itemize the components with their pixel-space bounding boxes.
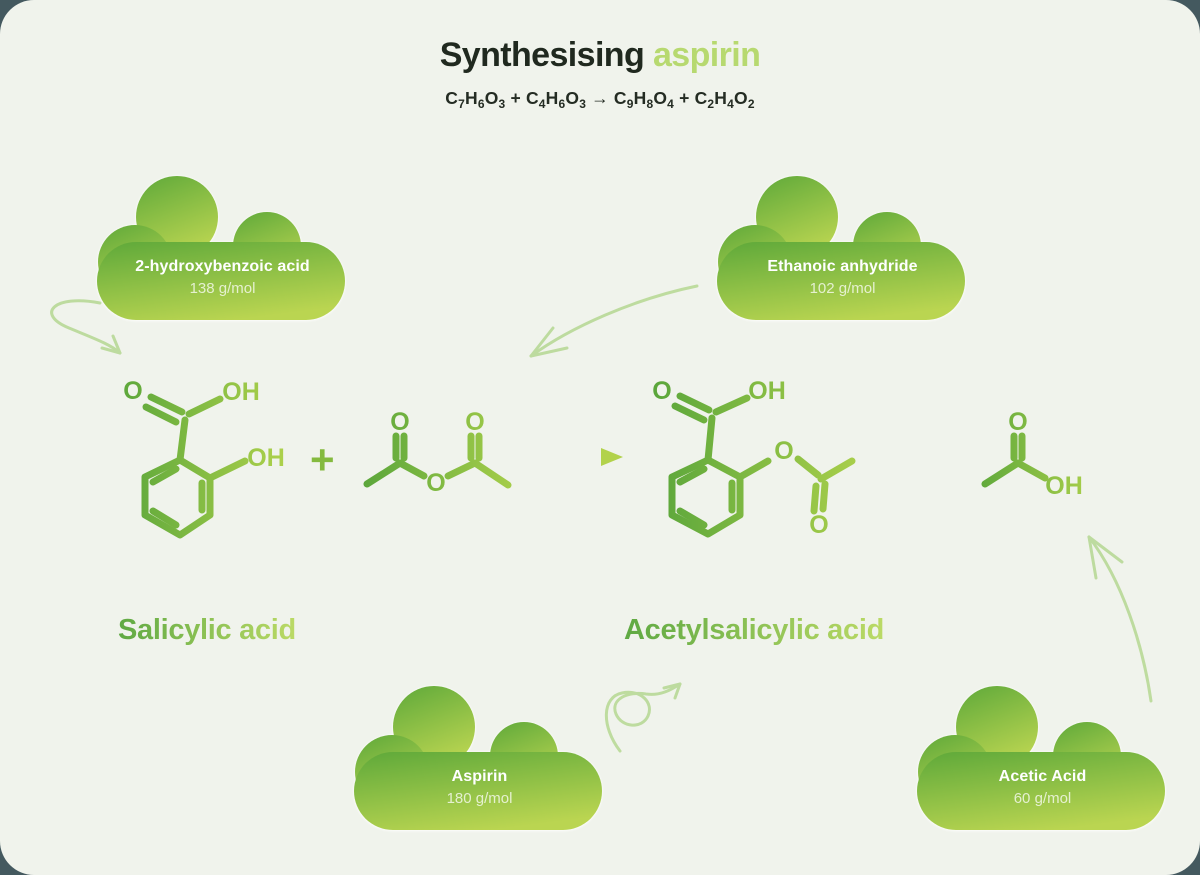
carbonyl-o-label: O (652, 377, 671, 405)
right-methyl-bond (471, 459, 512, 489)
carbonyl-double-bond (671, 392, 713, 424)
salicylic-acid-label: Salicylic acid (118, 614, 296, 646)
molar-mass: 60 g/mol (1013, 790, 1072, 807)
c-oh-bond (185, 395, 224, 418)
ring-to-carboxyl-bond (176, 416, 189, 464)
ester-o-c-bond (794, 455, 822, 479)
oh-label: OH (1045, 472, 1083, 500)
cloud-text: Ethanoic anhydride 102 g/mol (715, 258, 970, 297)
carboxyl-oh-label: OH (222, 378, 260, 406)
cloud-shape (97, 176, 345, 320)
ester-carbonyl-double-bond (810, 480, 829, 515)
compound-name: Aspirin (451, 768, 508, 785)
ester-methyl-bond (817, 457, 856, 483)
title-dark-part: Synthesising (439, 36, 645, 74)
cloud-shape (917, 686, 1165, 830)
acetylsalicylic-acid-structure: O OH O O (652, 377, 856, 539)
carbonyl-double-bond (142, 393, 186, 426)
ester-o-label: O (774, 437, 793, 465)
carbonyl-double-bond (1010, 432, 1026, 462)
arrow-curl-to-aspirin-label (604, 682, 682, 753)
molar-mass: 180 g/mol (446, 790, 513, 807)
molar-mass: 138 g/mol (189, 280, 256, 297)
carboxyl-oh-label: OH (748, 377, 786, 405)
left-carbonyl-double-bond (392, 432, 408, 462)
arrow-cloud4-head (1087, 535, 1124, 580)
cloud-2-hydroxybenzoic-acid: 2-hydroxybenzoic acid 138 g/mol (95, 172, 350, 322)
ethanoic-anhydride-structure: O O O (363, 408, 512, 497)
arrow-cloud4-to-structure (1087, 535, 1153, 703)
right-c-o-bond (444, 459, 479, 480)
compound-name: Ethanoic anhydride (767, 258, 918, 275)
aromatic-inner-bonds (149, 465, 206, 529)
acetylsalicylic-acid-label: Acetylsalicylic acid (624, 614, 884, 646)
ring-to-carboxyl-bond (704, 414, 716, 464)
salicylic-acid-structure: O OH OH (123, 377, 285, 539)
acetic-acid-structure: O OH (981, 408, 1083, 500)
left-o-label: O (390, 408, 409, 436)
arrow-curl-head (662, 682, 682, 700)
arrow-cloud2-head (529, 326, 569, 358)
hydroxyl-oh-label: OH (247, 444, 285, 472)
ring-to-ester-o-bond (736, 457, 772, 481)
plus-sign: + (310, 436, 335, 483)
carbonyl-o-label: O (1008, 408, 1027, 436)
ring-oh-bond (206, 457, 249, 482)
compound-name: Acetic Acid (998, 768, 1087, 785)
left-methyl-bond (363, 459, 404, 488)
compound-name: 2-hydroxybenzoic acid (135, 258, 310, 275)
page-title: Synthesising aspirin (0, 36, 1200, 75)
cloud-shape (354, 686, 602, 830)
aromatic-inner-bonds (676, 465, 736, 529)
methyl-bond (981, 459, 1022, 488)
title-accent-part: aspirin (652, 36, 761, 74)
cloud-shape (717, 176, 965, 320)
cloud-acetic-acid: Acetic Acid 60 g/mol (915, 682, 1170, 832)
c-oh-bond (1014, 459, 1049, 482)
right-carbonyl-double-bond (467, 432, 483, 462)
ester-carbonyl-o-label: O (809, 511, 828, 539)
reaction-arrow (545, 448, 623, 466)
carbonyl-o-label: O (123, 377, 142, 405)
molar-mass: 102 g/mol (809, 280, 876, 297)
right-o-label: O (465, 408, 484, 436)
c-oh-bond (712, 394, 751, 416)
arrow-cloud2-to-structure (529, 284, 699, 358)
cloud-text: Acetic Acid 60 g/mol (915, 768, 1170, 807)
left-c-o-bond (396, 459, 428, 480)
arrow-cloud1-head (100, 334, 122, 355)
cloud-text: Aspirin 180 g/mol (352, 768, 607, 807)
cloud-aspirin: Aspirin 180 g/mol (352, 682, 607, 832)
cloud-ethanoic-anhydride: Ethanoic anhydride 102 g/mol (715, 172, 970, 322)
center-o-label: O (426, 469, 445, 497)
chemical-equation: C7H6O3 + C4H6O3 → C9H8O4 + C2H4O2 (445, 88, 755, 111)
cloud-text: 2-hydroxybenzoic acid 138 g/mol (95, 258, 350, 297)
